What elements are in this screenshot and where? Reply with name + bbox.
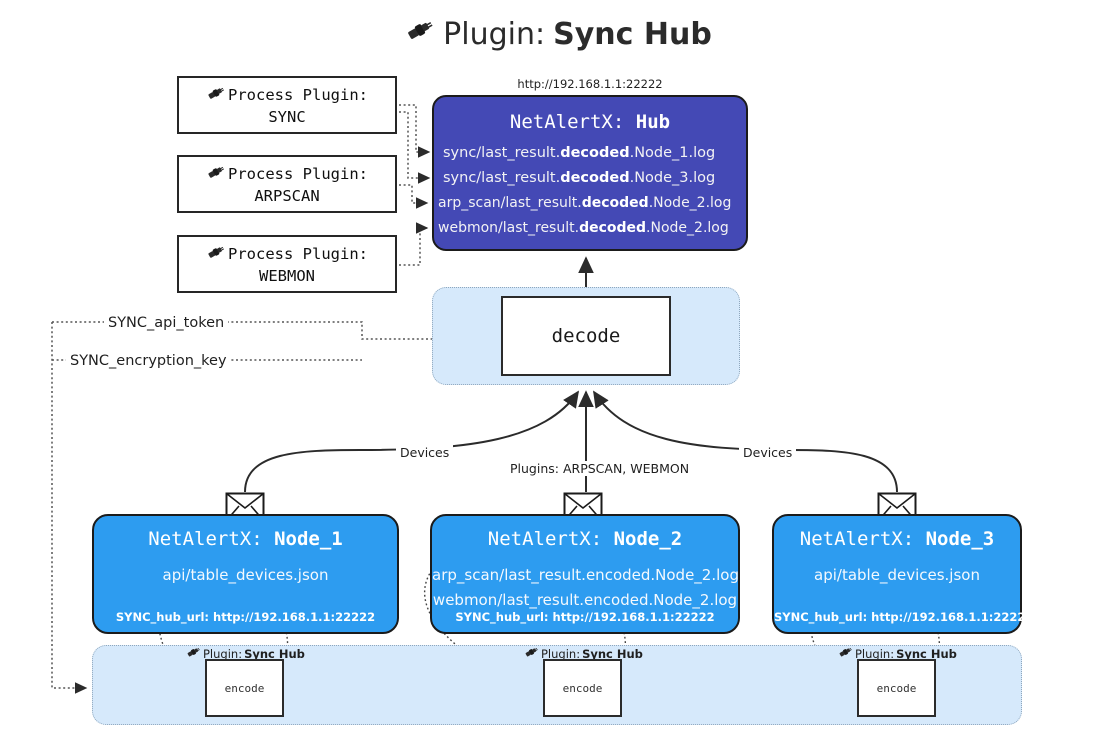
process-plugin-sync[interactable]: Process Plugin: SYNC [177,76,397,134]
page-title-name: Sync Hub [553,16,712,52]
page-title-prefix: Plugin: [443,16,546,52]
hub-file-mid: decoded [560,170,630,186]
process-plugin-row: Process Plugin: [179,163,395,185]
hub-file-post: .Node_3.log [629,170,716,186]
encode-box[interactable]: encode [857,659,936,717]
plug-icon [186,645,201,662]
hub-file-mid: decoded [560,145,630,161]
hub-file-post: .Node_1.log [629,145,716,161]
plug-icon [405,16,435,52]
encode-plugin-label: Plugin: Sync Hub [524,645,643,662]
node-title: NetAlertX: Node_3 [774,528,1020,550]
encode-plugin-name: Sync Hub [244,646,305,661]
hub-file-item: sync/last_result.decoded.Node_3.log [434,166,746,191]
hub-file-item: sync/last_result.decoded.Node_1.log [434,141,746,166]
plug-icon [838,645,853,662]
process-plugin-line2: ARPSCAN [254,187,320,205]
edge-label-plugins: Plugins: ARPSCAN, WEBMON [506,461,694,476]
node-file-list: api/table_devices.json [774,563,1020,588]
plug-icon [524,645,539,662]
node-box-node-1[interactable]: NetAlertX: Node_1 api/table_devices.json… [92,514,399,634]
hub-file-post: .Node_2.log [648,195,732,211]
plug-icon [206,163,226,185]
hub-file-list: sync/last_result.decoded.Node_1.log sync… [434,141,746,241]
node-title-prefix: NetAlertX: [148,528,263,550]
node-title: NetAlertX: Node_1 [94,528,397,550]
node-title-name: Node_3 [925,528,995,550]
node-title-prefix: NetAlertX: [487,528,603,550]
process-plugin-line2: WEBMON [259,267,315,285]
hub-file-item: webmon/last_result.decoded.Node_2.log [434,216,746,241]
process-plugin-row: Process Plugin: [179,243,395,265]
hub-title-prefix: NetAlertX: [509,111,625,133]
encode-plugin-name: Sync Hub [582,646,643,661]
process-plugin-line2: SYNC [268,108,306,126]
node-title-name: Node_1 [274,528,343,550]
hub-file-mid: decoded [579,220,647,236]
encode-plugin-name: Sync Hub [896,646,957,661]
encode-plugin-prefix: Plugin: [541,646,581,661]
hub-file-mid: decoded [581,195,649,211]
node-title-name: Node_2 [613,528,683,550]
encode-box[interactable]: encode [205,659,284,717]
node-hub-url: SYNC_hub_url: http://192.168.1.1:22222 [115,610,376,624]
node-box-node-3[interactable]: NetAlertX: Node_3 api/table_devices.json… [772,514,1034,634]
encode-plugin-prefix: Plugin: [203,646,243,661]
process-plugin-arpscan[interactable]: Process Plugin: ARPSCAN [177,155,397,213]
process-plugin-webmon[interactable]: Process Plugin: WEBMON [177,235,397,293]
node-file-item: arp_scan/last_result.encoded.Node_2.log [432,566,739,584]
node-hub-url: SYNC_hub_url: http://192.168.1.1:22222 [455,610,715,624]
hub-file-pre: sync/last_result. [443,170,561,186]
hub-file-post: .Node_2.log [646,220,729,236]
plug-icon [206,243,226,265]
encode-plugin-label: Plugin: Sync Hub [186,645,305,662]
encode-box[interactable]: encode [543,659,622,717]
node-file-item: api/table_devices.json [162,566,329,584]
node-title: NetAlertX: Node_2 [432,528,738,550]
node-title-prefix: NetAlertX: [799,528,915,550]
node-file-item: webmon/last_result.encoded.Node_2.log [432,591,738,609]
edge-label-devices-left: Devices [396,445,454,460]
node-file-list: arp_scan/last_result.encoded.Node_2.log … [432,563,739,613]
hub-file-item: arp_scan/last_result.decoded.Node_2.log [434,191,746,216]
node-file-list: api/table_devices.json [94,563,397,588]
process-plugin-line1: Process Plugin: [228,245,368,263]
variable-label-api-token: SYNC_api_token [104,315,229,331]
process-plugin-line1: Process Plugin: [228,86,368,104]
process-plugin-row: Process Plugin: [179,84,395,106]
edge-label-devices-right: Devices [739,445,797,460]
node-hub-url: SYNC_hub_url: http://192.168.1.1:22222 [774,610,1034,624]
plug-icon [206,84,226,106]
node-file-item: api/table_devices.json [814,566,980,584]
decode-box[interactable]: decode [501,296,671,376]
node-box-node-2[interactable]: NetAlertX: Node_2 arp_scan/last_result.e… [430,514,740,634]
hub-file-pre: sync/last_result. [443,145,561,161]
hub-node[interactable]: NetAlertX: Hub sync/last_result.decoded.… [432,95,748,251]
hub-title-name: Hub [635,111,671,133]
hub-title: NetAlertX: Hub [434,111,746,133]
encode-plugin-prefix: Plugin: [855,646,895,661]
hub-file-pre: webmon/last_result. [438,220,580,236]
encode-plugin-label: Plugin: Sync Hub [838,645,957,662]
page-title: Plugin: Sync Hub [0,16,1117,52]
process-plugin-line1: Process Plugin: [228,165,368,183]
hub-file-pre: arp_scan/last_result. [438,195,582,211]
variable-label-encryption-key: SYNC_encryption_key [66,353,231,369]
hub-url-label: http://192.168.1.1:22222 [517,77,663,91]
